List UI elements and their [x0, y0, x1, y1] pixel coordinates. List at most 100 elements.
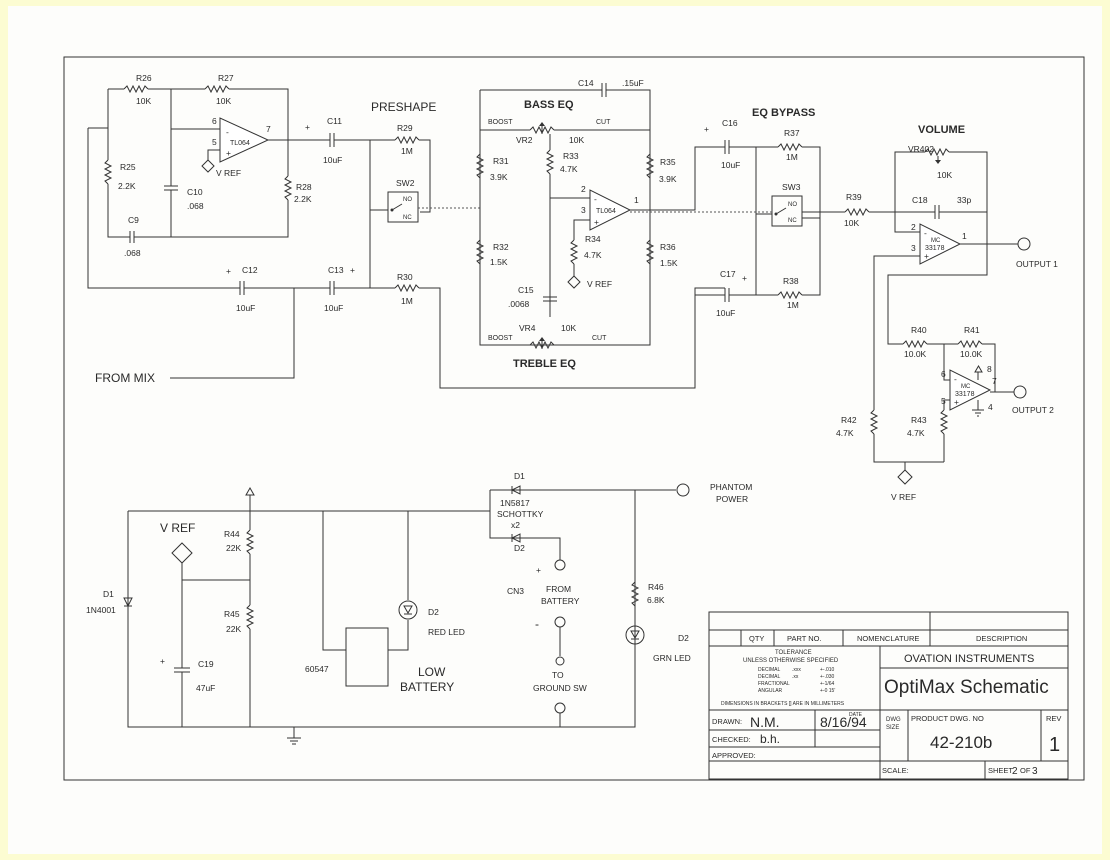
volume-title: VOLUME	[918, 124, 965, 136]
c16-value: 10uF	[721, 160, 740, 170]
c15-label: C15	[518, 285, 534, 295]
mc33178-opamp-2	[949, 369, 992, 411]
low-battery-line1: LOW	[418, 665, 446, 679]
eq-bypass-title: EQ BYPASS	[752, 107, 815, 119]
r26-value: 10K	[136, 96, 151, 106]
d2-red-value: RED LED	[428, 627, 465, 637]
sw3-label: SW3	[782, 182, 801, 192]
c15-value: .0068	[508, 299, 530, 309]
r46-value: 6.8K	[647, 595, 665, 605]
drawing-number: 42-210b	[930, 733, 992, 752]
vr2-label: VR2	[516, 135, 533, 145]
volume-stage: VOLUME R39 10K VR402 10K C18 33p -+ MC 3…	[836, 124, 1058, 502]
r34-label: R34	[585, 234, 601, 244]
title-block: QTY PART NO. NOMENCLATURE DESCRIPTION TO…	[708, 611, 1069, 780]
power-supply: D1 1N4001 V REF + C19 47uF R44 22K R45 2…	[86, 471, 752, 745]
checked-by: b.h.	[760, 732, 780, 746]
tb-qty: QTY	[749, 634, 764, 643]
r38-value: 1M	[787, 300, 799, 310]
tl064-opamp-2	[589, 189, 632, 231]
svg-text:-: -	[924, 228, 927, 238]
r33-value: 4.7K	[560, 164, 578, 174]
output2-label: OUTPUT 2	[1012, 405, 1054, 415]
svg-text:NO: NO	[403, 197, 412, 203]
r38-label: R38	[783, 276, 799, 286]
r40-label: R40	[911, 325, 927, 335]
svg-text:6: 6	[212, 116, 217, 126]
svg-text:MC: MC	[961, 384, 971, 390]
svg-text:+: +	[924, 251, 929, 261]
d1-schottky-label: D1	[514, 471, 525, 481]
r34-value: 4.7K	[584, 250, 602, 260]
drawn-by: N.M.	[750, 714, 780, 730]
c17-label: C17	[720, 269, 736, 279]
c9-value: .068	[124, 248, 141, 258]
r40-value: 10.0K	[904, 349, 927, 359]
svg-text:-: -	[594, 194, 597, 204]
tolerance-cell: DECIMAL	[758, 674, 780, 680]
preshape-title: PRESHAPE	[371, 100, 436, 114]
tolerance-cell: .xxx	[792, 667, 801, 673]
svg-text:4: 4	[988, 402, 993, 412]
c13-label: C13	[328, 265, 344, 275]
vref-symbol	[201, 159, 215, 173]
c10-value: .068	[187, 201, 204, 211]
r32-label: R32	[493, 242, 509, 252]
d1-value: 1N4001	[86, 605, 116, 615]
approved-label: APPROVED:	[712, 751, 756, 760]
svg-text:2: 2	[911, 222, 916, 232]
tolerance-title: TOLERANCE	[775, 650, 812, 656]
c12-label: C12	[242, 265, 258, 275]
vref-node	[171, 542, 193, 564]
revision: 1	[1049, 734, 1060, 756]
r44-value: 22K	[226, 543, 241, 553]
part-60547-label: 60547	[305, 664, 329, 674]
r42-value: 4.7K	[836, 428, 854, 438]
c11-value: 10uF	[323, 155, 342, 165]
preshape-stage: R26 10K R27 10K R25 2.2K C10 .068 C9 .06…	[87, 73, 725, 389]
svg-text:MC: MC	[931, 238, 941, 244]
to-ground-sw-line2: GROUND SW	[533, 683, 587, 693]
battery-plus-terminal	[554, 559, 566, 571]
c14-label: C14	[578, 78, 594, 88]
r27-value: 10K	[216, 96, 231, 106]
tb-description: DESCRIPTION	[976, 634, 1027, 643]
sheet-number: 2	[1012, 766, 1018, 777]
battery-minus-terminal	[554, 616, 566, 628]
svg-text:+: +	[742, 273, 747, 283]
mc33178-opamp-1	[919, 223, 962, 265]
phantom-power-jack	[676, 483, 690, 497]
svg-text:BOOST: BOOST	[488, 119, 513, 126]
r27-label: R27	[218, 73, 234, 83]
tone-eq-stage: C14 .15uF BASS EQ BOOST CUT VR2 10K R33 …	[475, 78, 725, 370]
svg-text:NC: NC	[788, 218, 797, 224]
r29-label: R29	[397, 123, 413, 133]
svg-text:+: +	[350, 265, 355, 275]
r45-label: R45	[224, 609, 240, 619]
drawing-title: OptiMax Schematic	[884, 677, 1049, 698]
c10-label: C10	[187, 187, 203, 197]
company-name: OVATION INSTRUMENTS	[904, 653, 1034, 665]
checked-label: CHECKED:	[712, 735, 751, 744]
from-battery-line1: FROM	[546, 584, 571, 594]
d2-grn-label: D2	[678, 633, 689, 643]
vr402-label: VR402	[908, 144, 934, 154]
from-mix-label: FROM MIX	[95, 371, 155, 385]
tolerance-cell: DECIMAL	[758, 667, 780, 673]
svg-text:NC: NC	[403, 215, 412, 221]
r35-value: 3.9K	[659, 174, 677, 184]
svg-text:DWG: DWG	[886, 717, 901, 723]
r31-label: R31	[493, 156, 509, 166]
svg-text:8: 8	[987, 364, 992, 374]
svg-text:+: +	[305, 122, 310, 132]
c13-value: 10uF	[324, 303, 343, 313]
svg-text:1: 1	[634, 195, 639, 205]
svg-text:PRODUCT DWG. NO: PRODUCT DWG. NO	[911, 714, 984, 723]
svg-text:7: 7	[992, 376, 997, 386]
r43-value: 4.7K	[907, 428, 925, 438]
treble-eq-title: TREBLE EQ	[513, 358, 576, 370]
vr2-value: 10K	[569, 135, 584, 145]
to-ground-sw-line1: TO	[552, 670, 564, 680]
c19-value: 47uF	[196, 683, 215, 693]
r37-label: R37	[784, 128, 800, 138]
